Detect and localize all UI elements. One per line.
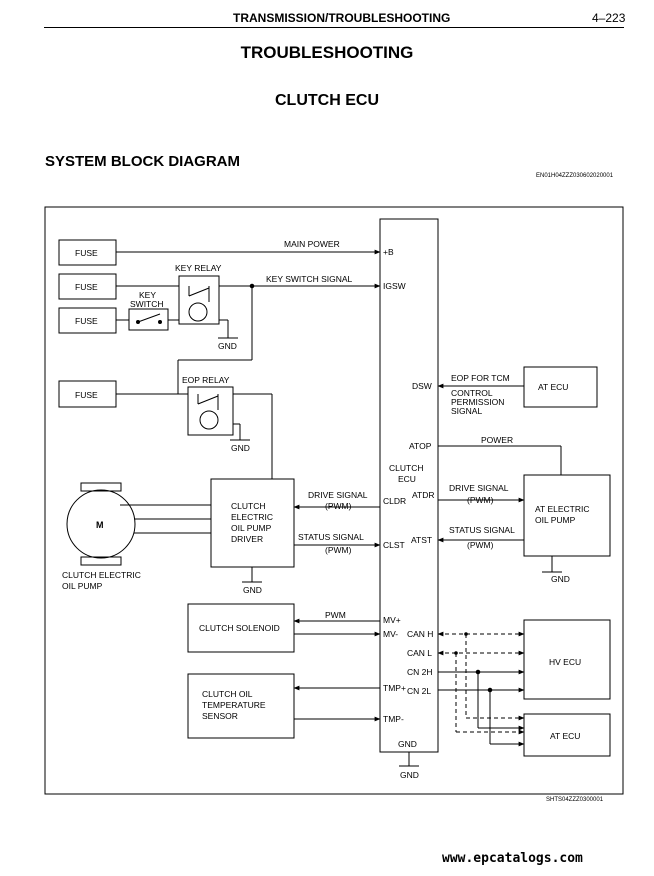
- power-label: POWER: [481, 435, 513, 445]
- pwm-label: (PWM): [467, 495, 494, 505]
- fuse-label: FUSE: [75, 316, 98, 326]
- at-pump-label: OIL PUMP: [535, 515, 576, 525]
- clutch-solenoid-label: CLUTCH SOLENOID: [199, 623, 280, 633]
- drive-signal-label: DRIVE SIGNAL: [308, 490, 368, 500]
- fuse-label: FUSE: [75, 248, 98, 258]
- figure-code: SHTS04ZZZ0300001: [546, 797, 604, 803]
- eop-for-tcm-label: EOP FOR TCM: [451, 373, 510, 383]
- temp-sensor-label: SENSOR: [202, 711, 238, 721]
- control-permission-label: PERMISSION: [451, 397, 504, 407]
- ground-label: GND: [218, 341, 237, 351]
- terminal-igsw: IGSW: [383, 281, 406, 291]
- section-heading: SYSTEM BLOCK DIAGRAM: [45, 153, 240, 170]
- temp-sensor-box: [187, 673, 295, 739]
- key-switch-signal-label: KEY SWITCH SIGNAL: [266, 274, 353, 284]
- terminal-tmpm: TMP-: [383, 714, 404, 724]
- at-pump-label: AT ELECTRIC: [535, 504, 589, 514]
- header-rule: [44, 27, 624, 28]
- at-ecu-top-box: [523, 366, 598, 408]
- eop-relay-label: EOP RELAY: [182, 375, 230, 385]
- key-switch-label: SWITCH: [130, 299, 164, 309]
- terminal-atdr: ATDR: [412, 490, 435, 500]
- at-pump-box: [523, 474, 611, 557]
- pwm-label: (PWM): [467, 540, 494, 550]
- at-ecu-bottom-box: [523, 713, 611, 757]
- diagram-frame: [44, 206, 624, 795]
- terminal-mvp: MV+: [383, 615, 401, 625]
- section-header: TRANSMISSION/TROUBLESHOOTING: [233, 11, 451, 25]
- control-permission-label: CONTROL: [451, 388, 493, 398]
- pump-driver-label: DRIVER: [231, 534, 263, 544]
- main-power-label: MAIN POWER: [284, 239, 340, 249]
- pump-driver-label: ELECTRIC: [231, 512, 273, 522]
- temp-sensor-label: CLUTCH OIL: [202, 689, 253, 699]
- terminal-canl: CAN L: [407, 648, 432, 658]
- terminal-atop: ATOP: [409, 441, 432, 451]
- clutch-pump-label: OIL PUMP: [62, 581, 103, 591]
- watermark-url[interactable]: www.epcatalogs.com: [442, 851, 583, 866]
- control-permission-label: SIGNAL: [451, 406, 482, 416]
- status-signal-label: STATUS SIGNAL: [298, 532, 364, 542]
- ground-label: GND: [400, 770, 419, 780]
- ground-label: GND: [243, 585, 262, 595]
- fuse-label: FUSE: [75, 390, 98, 400]
- key-switch-label: KEY: [139, 290, 156, 300]
- terminal-dsw: DSW: [412, 381, 432, 391]
- drive-signal-label: DRIVE SIGNAL: [449, 483, 509, 493]
- motor-circle: [66, 489, 136, 559]
- pump-driver-label: CLUTCH: [231, 501, 265, 511]
- clutch-ecu-label: ECU: [398, 474, 416, 484]
- status-signal-label: STATUS SIGNAL: [449, 525, 515, 535]
- terminal-tmpp: TMP+: [383, 683, 406, 693]
- document-code: EN01H04ZZZ030602020001: [536, 173, 614, 179]
- terminal-cn2l: CN 2L: [407, 686, 431, 696]
- motor-top-cap: [80, 482, 122, 492]
- ground-label: GND: [551, 574, 570, 584]
- page-title: TROUBLESHOOTING: [240, 43, 414, 62]
- terminal-cn2h: CN 2H: [407, 667, 433, 677]
- key-switch-box: [128, 308, 169, 331]
- fuse-label: FUSE: [75, 282, 98, 292]
- temp-sensor-label: TEMPERATURE: [202, 700, 266, 710]
- at-ecu-label: AT ECU: [550, 731, 580, 741]
- motor-symbol: M: [96, 520, 104, 530]
- pwm-label: (PWM): [325, 545, 352, 555]
- hv-ecu-label: HV ECU: [549, 657, 581, 667]
- terminal-gnd: GND: [398, 739, 417, 749]
- hv-ecu-box: [523, 619, 611, 700]
- terminal-b: +B: [383, 247, 394, 257]
- clutch-pump-label: CLUTCH ELECTRIC: [62, 570, 141, 580]
- ground-label: GND: [231, 443, 250, 453]
- terminal-atst: ATST: [411, 535, 432, 545]
- eop-relay-box: [187, 386, 234, 436]
- motor-bottom-cap: [80, 556, 122, 566]
- terminal-clst: CLST: [383, 540, 405, 550]
- terminal-canh: CAN H: [407, 629, 433, 639]
- page-number: 4–223: [592, 11, 626, 25]
- pwm-label: PWM: [325, 610, 346, 620]
- pwm-label: (PWM): [325, 501, 352, 511]
- terminal-mvm: MV-: [383, 629, 398, 639]
- clutch-ecu-label: CLUTCH: [389, 463, 423, 473]
- page-subtitle: CLUTCH ECU: [275, 92, 379, 109]
- terminal-cldr: CLDR: [383, 496, 406, 506]
- clutch-solenoid-box: [187, 603, 295, 653]
- at-ecu-label: AT ECU: [538, 382, 568, 392]
- key-relay-box: [178, 275, 220, 325]
- pump-driver-label: OIL PUMP: [231, 523, 272, 533]
- key-relay-label: KEY RELAY: [175, 263, 222, 273]
